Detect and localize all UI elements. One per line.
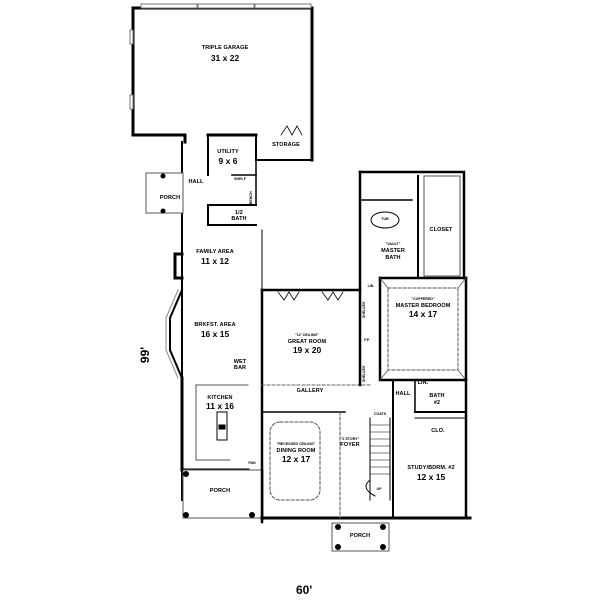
family-name: FAMILY AREA [196,249,234,255]
porch-side-label: PORCH [159,195,181,201]
depth-dimension: 99' [138,346,153,364]
utility-name: UTILITY [217,149,239,155]
width-dimension: 60' [296,583,313,597]
closet-label: CLOSET [429,227,453,233]
master-suite-walls [358,170,468,520]
fireplace-label: F.P. [364,338,370,342]
shelves-top-label: SHELVES [362,301,367,319]
half-bath-name2: BATH [231,216,247,222]
hall-right-label: HALL [395,391,411,397]
stair-up-label: UP [376,487,382,491]
left-wing-walls [145,134,263,501]
master-bedroom-size: 14 x 17 [408,309,438,319]
coats-label: COATS [373,412,387,416]
breakfast-name: BRKFST. AREA [194,322,236,328]
bath2-name2: #2 [433,400,441,406]
shelf-label: SHELF [234,177,246,181]
master-bedroom-name: MASTER BEDROOM [395,303,451,309]
porch-front-label: PORCH [349,533,371,539]
bath2-name: BATH [429,393,445,399]
dining-size: 12 x 17 [281,454,311,464]
storage-label: STORAGE [272,142,300,148]
wet-bar-name2: BAR [233,365,247,371]
garage-walls [129,3,314,162]
hall-left-label: HALL [188,179,204,185]
kitchen-walls [180,376,264,519]
great-room-name: GREAT ROOM [287,339,327,345]
great-room-note: "12' CEILING" [295,333,319,337]
foyer-name: FOYER [340,442,360,448]
family-size: 11 x 12 [201,256,229,266]
study-name: STUDY/BDRM. #2 [407,465,455,471]
tub-label: TUB [381,217,389,221]
foyer-note: "2 STORY" [340,437,360,441]
shelves-bottom-label: SHELVES [362,365,367,383]
master-bath-note: "VAULT" [385,242,401,246]
central-walls [260,288,472,552]
study-size: 12 x 15 [416,472,446,482]
pantry-label: PAN [248,461,256,465]
garage-name: TRIPLE GARAGE [201,45,249,51]
porch-rear-label: PORCH [209,488,231,494]
breakfast-size: 16 x 15 [200,329,230,339]
bench-label: BENCH [249,191,254,205]
master-bath-name2: BATH [385,255,401,261]
kitchen-size: 11 x 16 [206,401,234,411]
half-bath-name: 1/2 [235,210,243,216]
great-room-size: 19 x 20 [292,345,322,355]
wet-bar-name: WET [233,359,247,365]
dining-note: "RECESSED CEILING" [276,442,316,446]
linen-lower-label: LIN. [417,380,429,386]
clo-label: CLO. [431,428,445,434]
linen-upper-label: LIN. [367,284,375,288]
dining-name: DINING ROOM [276,448,316,454]
master-bath-name: MASTER [381,248,405,254]
gallery-label: GALLERY [296,388,324,394]
master-bedroom-note: "COFFERED" [411,297,435,301]
garage-size: 31 x 22 [210,53,240,63]
utility-size: 9 x 6 [218,156,238,166]
kitchen-name: KITCHEN [207,395,233,401]
